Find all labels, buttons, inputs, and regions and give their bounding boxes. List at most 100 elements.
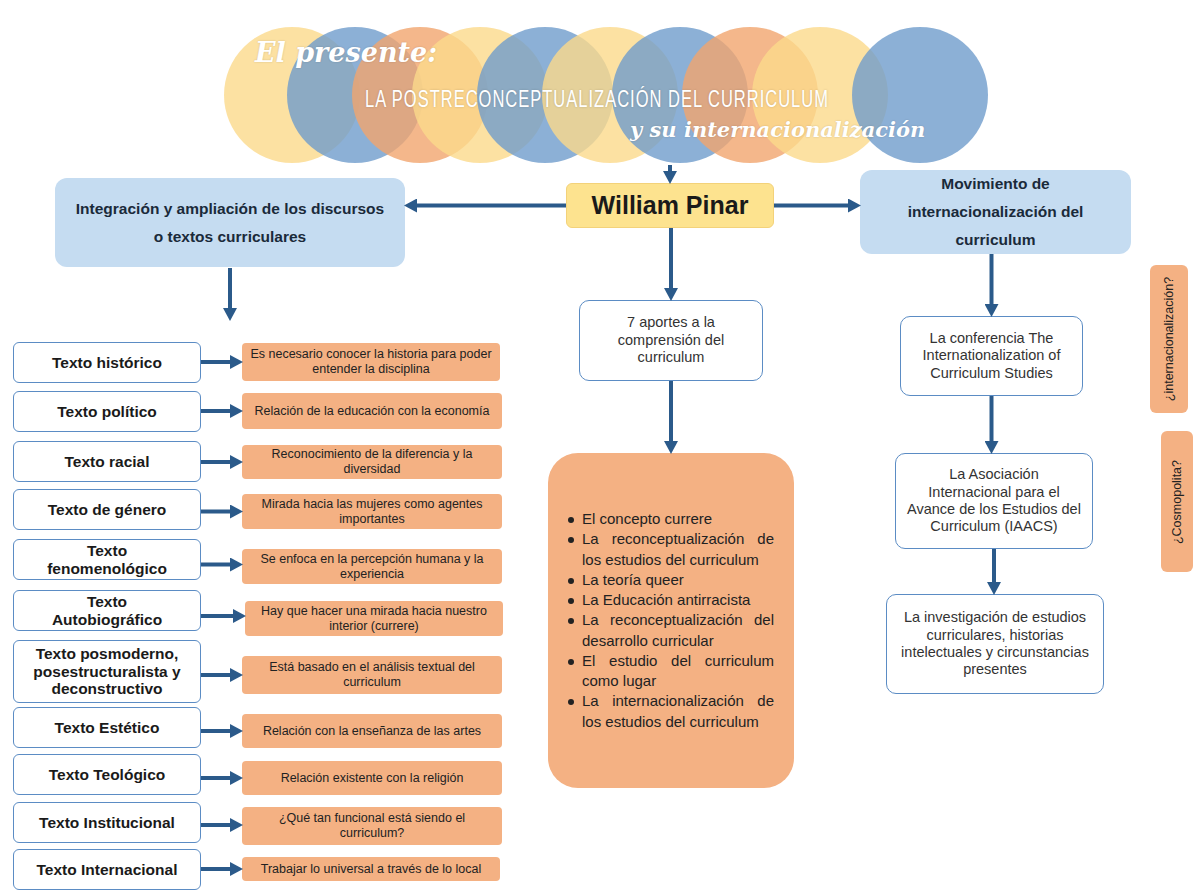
connector-arrow (201, 510, 234, 514)
description-box: Trabajar lo universal a través de lo loc… (242, 857, 500, 881)
connector-arrow (669, 228, 673, 292)
text-type-box: Texto fenomenológico (13, 539, 201, 580)
node-text: 7 aportes a la comprensión del curriculu… (590, 314, 752, 366)
header-box: Movimiento de internacionalización del c… (860, 170, 1131, 254)
node-text: ¿Qué tan funcional está siendo el curric… (250, 811, 494, 841)
title-text: LA POSTRECONCEPTUALIZACIÓN DEL CURRICULU… (365, 85, 829, 113)
node-text: Texto Internacional (37, 861, 178, 879)
text-type-box: Texto político (13, 391, 201, 432)
node-text: Reconocimiento de la diferencia y la div… (250, 447, 494, 477)
description-box: Reconocimiento de la diferencia y la div… (242, 445, 502, 479)
description-box: Relación con la enseñanza de las artes (242, 714, 502, 748)
node-text: Texto Estético (55, 719, 160, 737)
info-box: La conferencia The Internationalization … (900, 316, 1083, 396)
node-text: Mirada hacia las mujeres como agentes im… (250, 497, 494, 527)
text-type-box: Texto racial (13, 441, 201, 482)
bullet (568, 659, 574, 665)
connector-arrow (201, 867, 234, 871)
connector-arrow (201, 409, 234, 413)
list-item: El estudio del curriculum como lugar (568, 651, 774, 692)
node-text: Movimiento de internacionalización del c… (874, 170, 1117, 254)
text-type-box: Texto histórico (13, 342, 201, 383)
connector-arrow (413, 204, 566, 208)
node-text: Texto Institucional (39, 814, 175, 832)
tab-text: ¿internacionalización? (1162, 277, 1176, 401)
connector-arrow (668, 165, 672, 175)
description-box: Hay que hacer una mirada hacia nuestro i… (245, 601, 503, 636)
description-box: Se enfoca en la percepción humana y la e… (242, 549, 502, 584)
bullet (568, 578, 574, 584)
side-tab: ¿Cosmopolita? (1161, 431, 1193, 572)
bullet (568, 618, 574, 624)
list-text: La reconceptualización del desarrollo cu… (582, 610, 774, 651)
description-box: Relación existente con la religión (242, 761, 502, 795)
description-box: Relación de la educación con la economía (242, 393, 502, 429)
author-box: William Pinar (566, 183, 774, 228)
node-text: Relación con la enseñanza de las artes (263, 724, 481, 739)
list-text: La internacionalización de los estudios … (582, 691, 774, 732)
list-text: La reconceptualización de los estudios d… (582, 529, 774, 570)
connector-arrow (990, 254, 994, 308)
list-item: El concepto currere (568, 509, 774, 529)
header-down-arrow (228, 268, 232, 312)
title-text: y su internacionalización (630, 117, 925, 142)
description-box: Mirada hacia las mujeres como agentes im… (242, 494, 502, 529)
bullet (568, 517, 574, 523)
node-text: La conferencia The Internationalization … (911, 330, 1072, 382)
node-text: Es necesario conocer la historia para po… (250, 347, 492, 377)
connector-arrow (201, 729, 234, 733)
text-type-box: Texto Internacional (13, 849, 201, 890)
node-text: Se enfoca en la percepción humana y la e… (250, 552, 494, 582)
info-box: La investigación de estudios curriculare… (886, 594, 1104, 694)
node-text: Texto político (57, 403, 157, 421)
node-text: Texto racial (64, 453, 149, 471)
list-item: La Educación antirracista (568, 590, 774, 610)
description-box: Es necesario conocer la historia para po… (242, 343, 500, 381)
list-item: La reconceptualización de los estudios d… (568, 529, 774, 570)
node-text: La Asociación Internacional para el Avan… (906, 466, 1082, 536)
bullet (568, 598, 574, 604)
node-text: Texto histórico (52, 354, 162, 372)
node-text: Relación de la educación con la economía (255, 404, 490, 419)
connector-arrow (201, 360, 234, 364)
side-tab: ¿internacionalización? (1150, 265, 1188, 413)
node-text: Trabajar lo universal a través de lo loc… (261, 862, 481, 877)
description-box: ¿Qué tan funcional está siendo el curric… (242, 807, 502, 845)
bullet (568, 537, 574, 543)
node-text: Texto fenomenológico (47, 542, 167, 578)
info-box: La Asociación Internacional para el Avan… (895, 453, 1093, 549)
connector-arrow (669, 381, 673, 445)
list-text: La teoría queer (582, 570, 774, 590)
text-type-box: Texto Autobiográfico (13, 590, 201, 631)
decor-circle (852, 27, 988, 163)
info-box: 7 aportes a la comprensión del curriculu… (579, 300, 763, 381)
node-text: Texto Autobiográfico (50, 593, 164, 629)
node-text: William Pinar (592, 191, 749, 220)
text-type-box: Texto Teológico (13, 754, 201, 795)
node-text: Texto de género (48, 501, 167, 519)
node-text: Está basado en el análisis textual del c… (250, 660, 494, 690)
connector-arrow (992, 549, 996, 586)
list-item: La internacionalización de los estudios … (568, 691, 774, 732)
list-text: El concepto currere (582, 509, 774, 529)
text-type-box: Texto de género (13, 489, 201, 530)
node-text: La investigación de estudios curriculare… (897, 609, 1093, 679)
connector-arrow (201, 460, 234, 464)
list-item: La teoría queer (568, 570, 774, 590)
text-type-box: Texto Estético (13, 707, 201, 748)
node-text: Relación existente con la religión (281, 771, 464, 786)
connector-arrow (201, 823, 234, 827)
connector-arrow (201, 614, 237, 618)
node-text: Hay que hacer una mirada hacia nuestro i… (253, 604, 495, 634)
text-type-box: Texto Institucional (13, 802, 201, 843)
connector-arrow (201, 563, 234, 567)
node-text: Texto posmoderno, posestructuralista y d… (18, 645, 196, 698)
list-item: La reconceptualización del desarrollo cu… (568, 610, 774, 651)
contributions-box: El concepto currereLa reconceptualizació… (548, 453, 794, 788)
node-text: Integración y ampliación de los discurso… (69, 195, 391, 251)
node-text: Texto Teológico (49, 766, 166, 784)
description-box: Está basado en el análisis textual del c… (242, 656, 502, 694)
connector-arrow (990, 396, 994, 445)
